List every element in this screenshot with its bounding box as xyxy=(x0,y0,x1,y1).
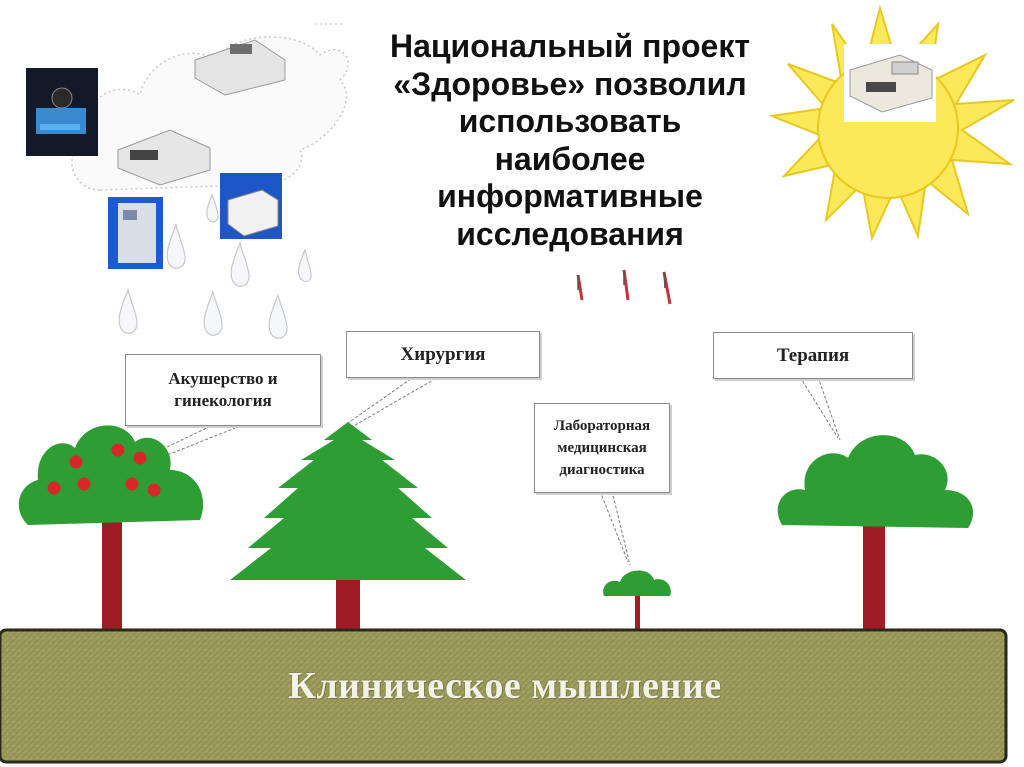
headline-line: наиболее xyxy=(494,140,646,177)
label-line: медицинская xyxy=(557,440,647,456)
fir-tree xyxy=(230,422,466,630)
headline-line: «Здоровье» позволил xyxy=(393,65,747,102)
headline-line: исследования xyxy=(456,215,684,252)
rain-drop-icon xyxy=(166,223,186,269)
rain-drop-icon xyxy=(297,248,312,283)
lab-analyzer-icon xyxy=(26,68,98,156)
sun-rays xyxy=(576,269,672,305)
headline: Национальный проект «Здоровье» позволил … xyxy=(330,28,810,253)
label-text: Терапия xyxy=(776,344,850,366)
lab-analyzer-icon xyxy=(194,39,286,96)
headline-line: Национальный проект xyxy=(389,28,751,64)
label-line: диагностика xyxy=(559,462,645,478)
fruit-tree xyxy=(18,425,204,630)
headline-line: информативные xyxy=(437,178,703,214)
lab-analyzer-icon xyxy=(844,44,936,122)
lab-analyzer-icon xyxy=(108,197,163,269)
label-obstetrics: Акушерство и гинекология xyxy=(125,354,321,426)
label-surgery: Хирургия xyxy=(346,331,540,378)
sapling-tree xyxy=(603,570,671,630)
round-tree xyxy=(777,435,974,630)
label-line: Лабораторная xyxy=(553,418,651,434)
lab-analyzer-icon xyxy=(220,173,282,239)
rain-drop-icon xyxy=(203,290,223,336)
label-lab-diagnostics: Лабораторная медицинская диагностика xyxy=(534,403,670,493)
rain-drop-icon xyxy=(268,293,288,339)
rain-drop-icon xyxy=(230,241,250,287)
rain-drops xyxy=(118,193,312,339)
headline-line: использовать xyxy=(458,103,682,139)
ground xyxy=(0,628,1008,764)
rain-drop-icon xyxy=(118,288,138,334)
ground-label: Клиническое мышление xyxy=(288,665,722,707)
label-line: гинекология xyxy=(174,391,272,410)
label-therapy: Терапия xyxy=(713,332,913,379)
label-line: Акушерство и xyxy=(168,369,278,388)
lab-analyzer-icon xyxy=(117,129,211,186)
callout-lines xyxy=(139,375,841,566)
rain-drop-icon xyxy=(206,193,219,223)
label-text: Хирургия xyxy=(400,343,486,365)
